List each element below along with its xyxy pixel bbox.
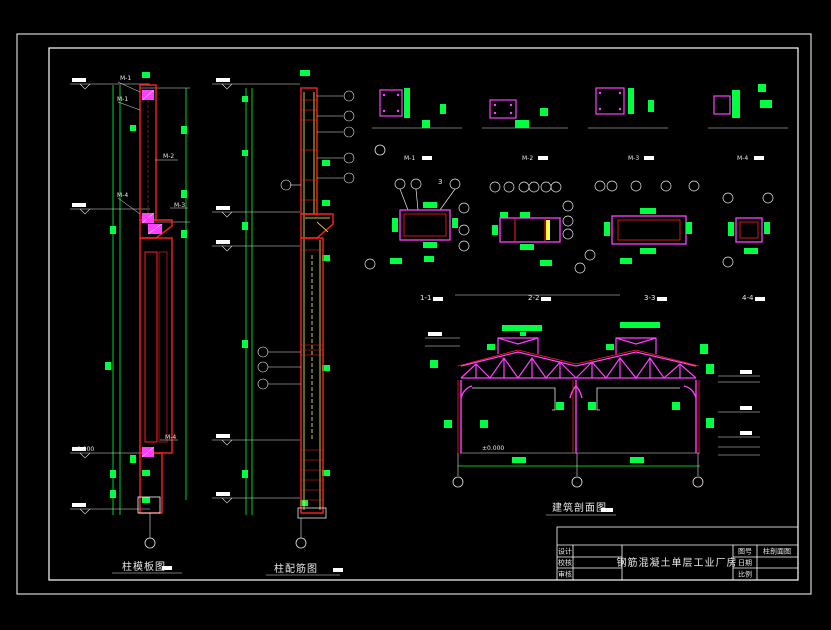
embedded-parts-row: M-1 M-2 M-3 M-4 bbox=[372, 84, 788, 162]
column-template-view: M-1 M-1 M-2 M-4 M-3 M-4 ±0.000 柱模板图 bbox=[70, 72, 190, 574]
template-label-m2: M-2 bbox=[163, 153, 174, 160]
template-label-m1b: M-1 bbox=[117, 96, 128, 103]
section-mark: 3 bbox=[438, 178, 442, 186]
cross-section-3-label: 3-3 bbox=[644, 294, 655, 302]
title-right-row-2: 日期 bbox=[738, 559, 752, 567]
embedded-part-m4-label: M-4 bbox=[737, 155, 748, 162]
outer-frame bbox=[16, 33, 812, 595]
template-label-m1: M-1 bbox=[120, 75, 131, 82]
building-section-view: ±0.000 建筑剖面图 bbox=[425, 322, 760, 516]
template-ground-elevation: ±0.000 bbox=[72, 446, 94, 453]
title-drawing-name: 柱剖面图 bbox=[763, 547, 791, 556]
title-left-row-2: 校核 bbox=[558, 558, 572, 567]
title-right-row-3: 比例 bbox=[738, 570, 752, 579]
embedded-part-m2-label: M-2 bbox=[522, 155, 533, 162]
inner-frame bbox=[48, 47, 799, 581]
section-ground-elevation: ±0.000 bbox=[482, 445, 504, 452]
column-reinforcement-view: 柱配筋图 bbox=[212, 70, 355, 576]
cross-section-4-label: 4-4 bbox=[742, 294, 754, 302]
column-reinforcement-title: 柱配筋图 bbox=[274, 562, 318, 575]
title-block bbox=[556, 526, 799, 581]
cross-section-2-label: 2-2 bbox=[528, 294, 539, 302]
template-label-m3: M-3 bbox=[174, 202, 185, 209]
embedded-part-m1-label: M-1 bbox=[404, 155, 415, 162]
title-left-row-3: 审核 bbox=[558, 570, 572, 579]
cross-section-1-label: 1-1 bbox=[420, 294, 431, 302]
template-label-m4-top: M-4 bbox=[117, 192, 128, 199]
embedded-part-m3-label: M-3 bbox=[628, 155, 639, 162]
cross-sections-row: 3 1-1 bbox=[364, 178, 774, 302]
title-left-row-1: 设计 bbox=[558, 547, 572, 556]
building-section-title: 建筑剖面图 bbox=[552, 501, 607, 514]
title-right-row-1: 图号 bbox=[738, 548, 752, 556]
title-project-name: 钢筋混凝土单层工业厂房 bbox=[617, 556, 738, 569]
column-template-title: 柱模板图 bbox=[122, 560, 166, 573]
template-label-m4: M-4 bbox=[165, 434, 176, 441]
